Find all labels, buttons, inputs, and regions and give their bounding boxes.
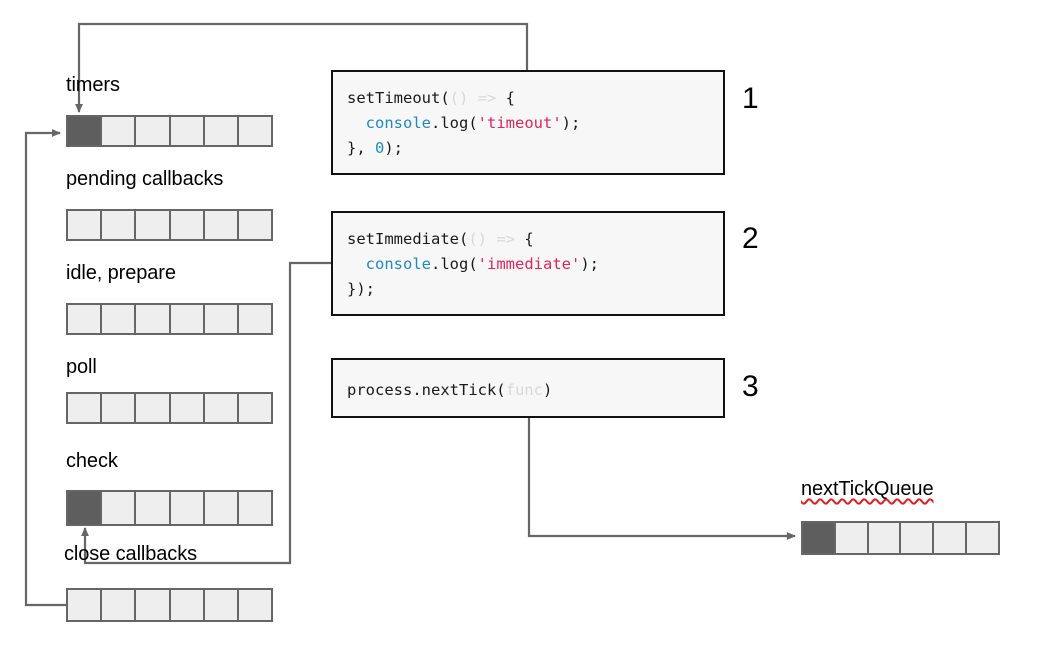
phase-queue-pending-callbacks[interactable] (66, 209, 273, 241)
code-token: func (505, 381, 543, 399)
phase-queue-check[interactable] (66, 490, 273, 526)
queue-cell (170, 117, 205, 145)
queue-cell (102, 394, 137, 422)
queue-cell (238, 492, 272, 524)
queue-cell (136, 305, 171, 333)
queue-cell (238, 305, 272, 333)
code-box-set-timeout: setTimeout(() => { console.log('timeout'… (331, 70, 725, 175)
queue-cell (136, 394, 171, 422)
phase-queue-timers[interactable] (66, 115, 273, 147)
code-token: setImmediate( (347, 230, 469, 248)
code-token: console (365, 114, 431, 132)
queue-cell (238, 211, 272, 239)
phase-label-close-callbacks: close callbacks (64, 543, 198, 565)
queue-cell (204, 590, 239, 620)
queue-cell (136, 211, 171, 239)
queue-cell (170, 394, 205, 422)
queue-cell (901, 523, 935, 553)
queue-cell (102, 305, 137, 333)
queue-cell (68, 492, 103, 524)
phase-queue-idle-prepare[interactable] (66, 303, 273, 335)
queue-cell (68, 590, 103, 620)
next-tick-queue-label: nextTickQueue (801, 478, 934, 500)
code-token: }); (347, 280, 375, 298)
code-token (347, 255, 366, 273)
queue-cell (868, 523, 902, 553)
code-token: .log( (431, 255, 478, 273)
queue-cell (967, 523, 998, 553)
queue-cell (136, 492, 171, 524)
queue-cell (102, 117, 137, 145)
code-box-set-immediate: setImmediate(() => { console.log('immedi… (331, 211, 725, 316)
queue-cell (170, 211, 205, 239)
code-token: () => (449, 89, 506, 107)
code-box-process-next-tick: process.nextTick(func) (331, 358, 725, 418)
queue-cell (68, 117, 103, 145)
queue-cell (102, 492, 137, 524)
queue-cell (170, 590, 205, 620)
queue-cell (204, 394, 239, 422)
code-token: ); (561, 114, 581, 132)
queue-cell (68, 211, 103, 239)
wire-close-to-timers (24, 129, 66, 607)
code-token: ); (384, 139, 404, 157)
queue-cell (238, 394, 272, 422)
code-line: }); (347, 277, 723, 302)
queue-cell (68, 394, 103, 422)
queue-cell (204, 117, 239, 145)
code-token: { (505, 89, 515, 107)
code-token: process.nextTick( (347, 381, 506, 399)
phase-label-check: check (66, 450, 118, 472)
code-token: ); (580, 255, 599, 273)
code-line: console.log('timeout'); (347, 111, 723, 136)
next-tick-queue[interactable] (801, 521, 1000, 555)
phase-label-pending-callbacks: pending callbacks (66, 168, 224, 190)
queue-cell (204, 211, 239, 239)
queue-cell (803, 523, 836, 553)
code-line: setTimeout(() => { (347, 86, 723, 111)
queue-cell (170, 305, 205, 333)
code-line: console.log('immediate'); (347, 252, 723, 277)
code-token: 'timeout' (477, 114, 562, 132)
phase-queue-close-callbacks[interactable] (66, 588, 273, 622)
code-token (347, 114, 366, 132)
code-token: .log( (431, 114, 478, 132)
code-token: setTimeout( (347, 89, 450, 107)
code-token: ) (542, 381, 553, 399)
code-token: 0 (375, 139, 385, 157)
code-token: console (365, 255, 431, 273)
wire-nexttick-to-queue (527, 418, 796, 540)
code-line: }, 0); (347, 136, 723, 161)
queue-cell (136, 590, 171, 620)
queue-cell (102, 211, 137, 239)
queue-cell (170, 492, 205, 524)
queue-cell (238, 590, 272, 620)
step-number-2: 2 (742, 222, 759, 255)
phase-queue-poll[interactable] (66, 392, 273, 424)
code-token: 'immediate' (477, 255, 581, 273)
queue-cell (204, 492, 239, 524)
phase-label-timers: timers (66, 74, 120, 96)
code-token: () => (468, 230, 525, 248)
step-number-1: 1 (742, 82, 759, 115)
step-number-3: 3 (742, 370, 759, 403)
queue-cell (204, 305, 239, 333)
phase-label-idle-prepare: idle, prepare (66, 262, 176, 284)
queue-cell (835, 523, 869, 553)
queue-cell (238, 117, 272, 145)
phase-label-poll: poll (66, 356, 97, 378)
code-line: setImmediate(() => { (347, 227, 723, 252)
queue-cell (102, 590, 137, 620)
queue-cell (68, 305, 103, 333)
queue-cell (934, 523, 968, 553)
code-token: }, (347, 139, 375, 157)
code-token: { (524, 230, 534, 248)
queue-cell (136, 117, 171, 145)
code-line: process.nextTick(func) (347, 378, 723, 403)
